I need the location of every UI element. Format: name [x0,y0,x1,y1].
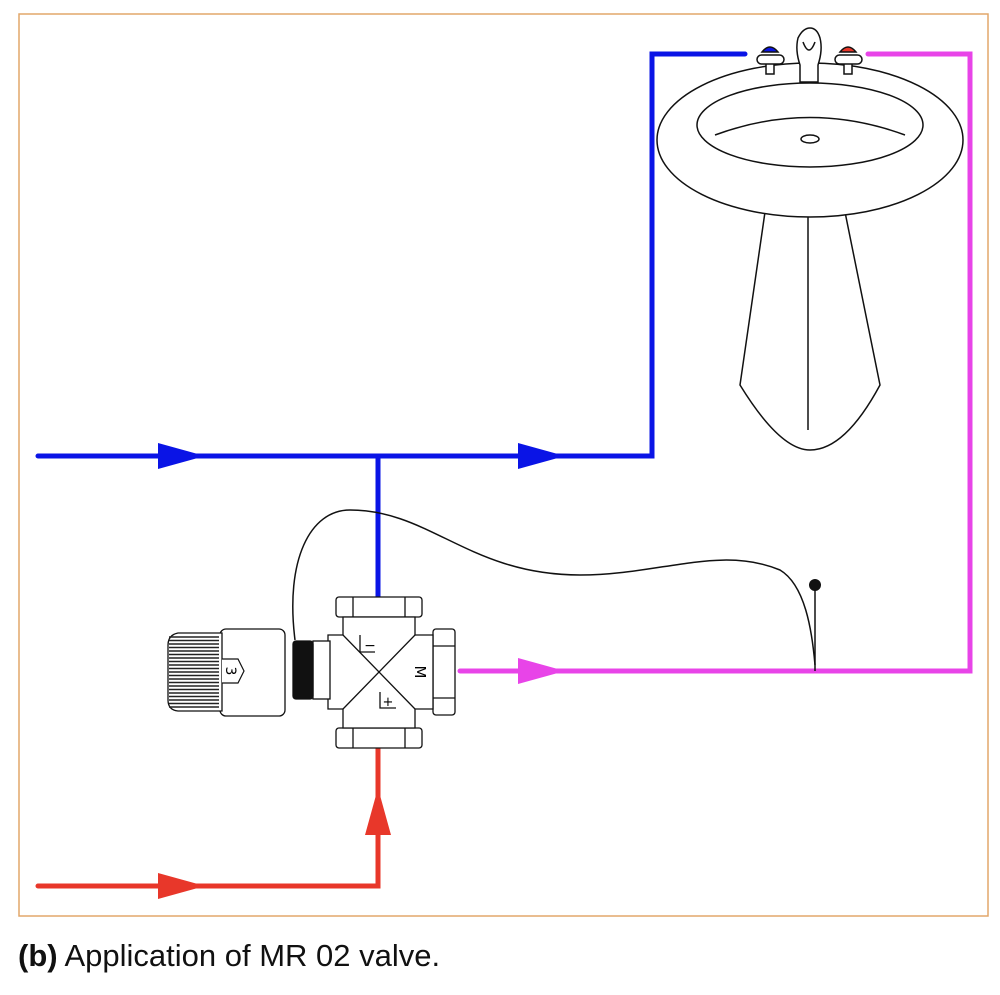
valve-application-diagram: 3 − + M [18,13,989,917]
sink-drain [800,134,820,144]
faucet-spout-detail [802,41,816,51]
sink-bowl-curve [714,116,906,136]
diagram-frame [18,13,989,917]
valve-bottom-nut [335,727,423,749]
valve-adapter [312,640,331,700]
hot-flow-arrow-2 [365,788,391,835]
valve-mix-label: M [411,666,429,679]
valve-plus-label: + [383,695,394,710]
sink-bowl [696,82,924,168]
thermostat-setting-label: 3 [222,667,238,676]
sensor-capillary [292,509,816,666]
caption-text: Application of MR 02 valve. [64,938,441,973]
cold-flow-arrow-1 [158,443,205,469]
cold-tap [756,46,785,75]
figure-caption: (b) Application of MR 02 valve. [18,938,440,974]
cold-water-pipe [35,51,748,459]
thermostat-knurl-lines [169,636,219,708]
setting-indicator [222,658,245,684]
valve-right-nut [432,628,456,716]
valve-top-nut [335,596,423,618]
hot-flow-arrow-1 [158,873,205,899]
washbasin [656,27,964,451]
sensor-bulb-icon [809,579,821,591]
caption-label: (b) [18,938,58,973]
mr02-mixing-valve [167,596,456,749]
lock-ring [292,640,314,700]
faucet-spout [796,27,822,83]
mixed-flow-arrow [518,658,565,684]
mixed-water-pipe [457,51,973,674]
cold-flow-arrow-2 [518,443,565,469]
hot-water-pipe [35,745,381,889]
valve-minus-label: − [364,638,376,654]
sink-pedestal [739,211,881,451]
hot-tap [834,46,863,75]
